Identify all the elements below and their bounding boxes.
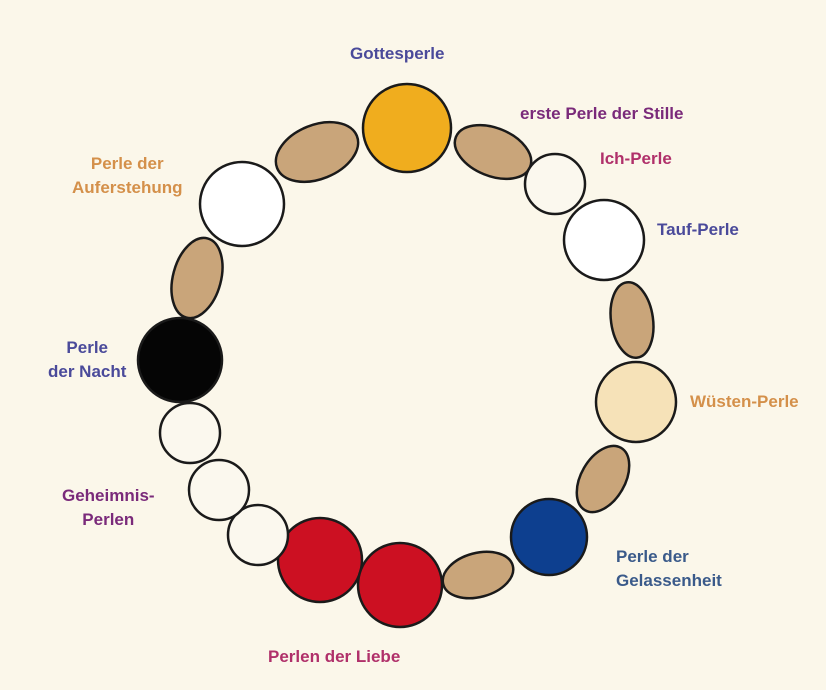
label-gelassenheit-line-1: Perle der (616, 545, 722, 569)
label-gottesperle: Gottesperle (350, 42, 444, 66)
wuesten-perle-bead (596, 362, 676, 442)
ich-perle-bead (525, 154, 585, 214)
stille-bead-3 (566, 437, 640, 521)
label-erste-perle-der-stille: erste Perle der Stille (520, 102, 683, 126)
stille-bead-2 (606, 279, 658, 360)
label-perle-der-auferstehung: Perle der Auferstehung (72, 152, 183, 200)
label-nacht-line-1: Perle (48, 336, 126, 360)
label-perlen-der-liebe: Perlen der Liebe (268, 645, 400, 669)
label-geheimnis-line-2: Perlen (62, 508, 155, 532)
label-gelassenheit: Perle der Gelassenheit (616, 545, 722, 593)
stille-bead-6 (267, 111, 367, 193)
geheimnis-bead-3 (160, 403, 220, 463)
stille-bead-4 (438, 544, 519, 605)
label-auferstehung-line-1: Perle der (72, 152, 183, 176)
liebe-bead-2 (358, 543, 442, 627)
label-nacht-line-2: der Nacht (48, 360, 126, 384)
label-ich-perle: Ich-Perle (600, 147, 672, 171)
stille-bead-5 (163, 232, 231, 324)
label-wuesten-perle: Wüsten-Perle (690, 390, 799, 414)
label-gelassenheit-line-2: Gelassenheit (616, 569, 722, 593)
gelassenheit-bead (511, 499, 587, 575)
tauf-perle-bead (564, 200, 644, 280)
auferstehung-bead (200, 162, 284, 246)
nacht-bead (138, 318, 222, 402)
liebe-bead-1 (278, 518, 362, 602)
label-geheimnis-perlen: Geheimnis- Perlen (62, 484, 155, 532)
label-geheimnis-line-1: Geheimnis- (62, 484, 155, 508)
label-tauf-perle: Tauf-Perle (657, 218, 739, 242)
geheimnis-bead-2 (189, 460, 249, 520)
label-perle-der-nacht: Perle der Nacht (48, 336, 126, 384)
gottesperle-bead (363, 84, 451, 172)
label-auferstehung-line-2: Auferstehung (72, 176, 183, 200)
